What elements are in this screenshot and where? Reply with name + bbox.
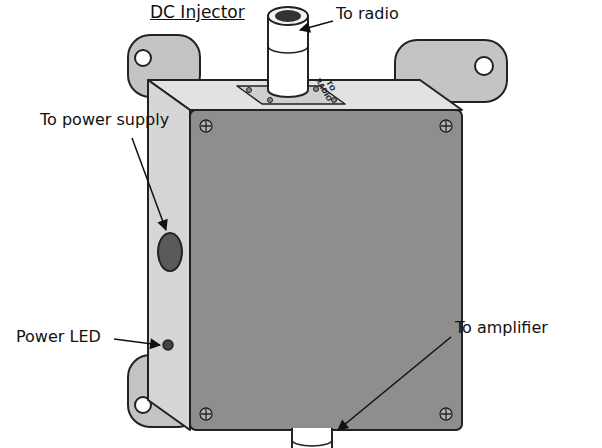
screw-slot [201,121,211,131]
diagram-title: DC Injector [150,2,245,22]
leader-arrow [300,21,333,30]
screw-slot [201,409,211,419]
screw [440,120,452,132]
mounting-hole [475,57,493,75]
connector-ring [292,440,332,446]
leader-arrow [338,337,451,430]
side-face [148,80,190,430]
power-jack [158,233,182,271]
front-face [190,110,462,430]
plate-screw [247,88,252,93]
leader-group [114,21,451,430]
leader-arrow [114,339,160,345]
plate-screw [268,98,273,103]
mounting-hole [135,50,151,66]
screw-slot [441,409,451,419]
screw [200,408,212,420]
part-label: To radio [336,4,399,24]
screw-group [200,120,452,420]
part-label: To amplifier [455,318,548,338]
amplifier-connector [292,428,332,448]
part-label: To power supply [40,110,169,130]
connector-ring [268,46,308,53]
connector-opening [275,10,301,22]
screw [200,120,212,132]
power-led [163,340,173,350]
connector-top [268,7,308,25]
part-label: Power LED [16,327,101,347]
leader-arrow [132,138,166,230]
radio-connector [268,16,308,97]
screw-slot [441,121,451,131]
screw [440,408,452,420]
